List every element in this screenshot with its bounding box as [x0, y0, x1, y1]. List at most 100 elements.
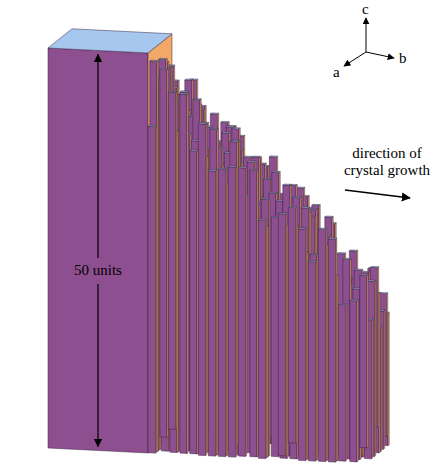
column-top: [180, 91, 188, 92]
column-face: [350, 301, 357, 462]
axis-label: c: [362, 1, 369, 18]
column-side: [379, 292, 380, 453]
column-top: [148, 125, 156, 126]
column-face: [159, 59, 166, 444]
column-side: [156, 125, 157, 453]
column-top: [283, 184, 291, 185]
column-top: [272, 171, 280, 172]
column-top: [243, 156, 251, 157]
growth-label: direction of crystal growth: [331, 145, 443, 180]
column-top: [230, 141, 238, 142]
column-side: [236, 166, 237, 457]
column-top: [337, 253, 345, 254]
column-top: [250, 169, 258, 170]
column-top: [263, 178, 271, 179]
column-side: [297, 225, 298, 459]
column-top: [228, 166, 236, 167]
column-side: [226, 169, 227, 457]
column-side: [372, 319, 373, 459]
column-face: [258, 220, 265, 459]
growth-arrow: [345, 190, 410, 198]
column-face: [168, 92, 175, 429]
column-top: [218, 168, 226, 169]
column-top: [247, 161, 255, 162]
column-side: [197, 150, 198, 454]
column-top: [269, 156, 277, 157]
column-face: [271, 217, 278, 456]
column-top: [309, 208, 317, 209]
column-top: [232, 128, 240, 129]
column-top: [338, 303, 346, 304]
column-top: [226, 126, 234, 127]
dimension-label: 50 units: [72, 262, 124, 279]
column-top: [343, 258, 351, 259]
column-top: [180, 93, 188, 94]
column-face: [148, 126, 155, 453]
column-top: [221, 121, 229, 122]
column-top: [185, 79, 193, 80]
column-face: [289, 185, 296, 451]
column-side: [375, 280, 376, 456]
column-side: [306, 228, 307, 460]
crystal-columns: [148, 58, 389, 462]
column-top: [367, 280, 375, 281]
column-side: [167, 69, 168, 437]
column-top: [325, 216, 333, 217]
column-side: [337, 275, 338, 461]
column-face: [218, 169, 225, 456]
column-face: [250, 170, 257, 457]
column-side: [296, 207, 297, 443]
column-top: [210, 128, 218, 129]
column-top: [362, 271, 370, 272]
column-side: [177, 130, 178, 452]
column-top: [150, 60, 158, 61]
column-side: [388, 312, 389, 445]
column-side: [287, 224, 288, 459]
column-top: [308, 261, 316, 262]
column-top: [210, 113, 218, 114]
column-top: [278, 213, 286, 214]
column-top: [160, 69, 168, 70]
column-side: [367, 274, 368, 447]
column-face: [278, 214, 285, 456]
axis-arrow: [344, 52, 366, 66]
column-top: [190, 150, 198, 151]
column-side: [381, 327, 382, 452]
column-side: [206, 123, 207, 455]
column-side: [378, 267, 379, 428]
column-side: [327, 244, 328, 460]
column-side: [307, 252, 308, 460]
column-face: [169, 88, 176, 437]
axis-label: a: [333, 64, 340, 81]
column-side: [187, 93, 188, 453]
column-face: [160, 69, 167, 437]
column-top: [222, 132, 230, 133]
column-face: [338, 304, 345, 461]
column-top: [269, 192, 277, 193]
column-side: [157, 60, 158, 451]
column-top: [168, 91, 176, 92]
column-top: [261, 198, 269, 199]
column-top: [370, 266, 378, 267]
column-side: [357, 300, 358, 462]
column-face: [198, 124, 205, 456]
column-side: [266, 219, 267, 458]
column-face: [48, 48, 148, 453]
column-face: [308, 262, 315, 462]
column-top: [288, 206, 296, 207]
column-top: [208, 170, 216, 171]
column-side: [317, 254, 318, 460]
column-face: [288, 207, 295, 443]
column-face: [318, 229, 325, 462]
column-top: [258, 219, 266, 220]
axis-label: b: [399, 50, 407, 67]
column-side: [159, 76, 160, 450]
column-side: [237, 141, 238, 446]
column-top: [298, 228, 306, 229]
column-side: [257, 170, 258, 457]
crystal-block: [48, 29, 172, 453]
column-top: [318, 228, 326, 229]
column-top: [159, 58, 167, 59]
